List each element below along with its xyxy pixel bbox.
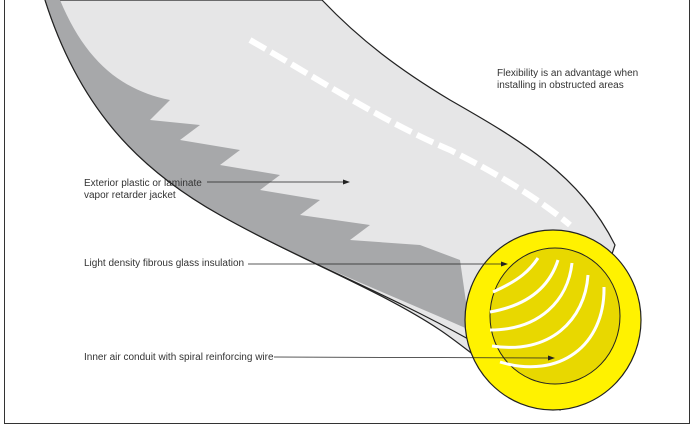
label-insulation: Light density fibrous glass insulation bbox=[84, 258, 245, 269]
jacket-highlight bbox=[248, 37, 572, 228]
jacket-shading bbox=[45, 0, 470, 330]
label-flexibility: Flexibility is an advantage when install… bbox=[497, 68, 639, 91]
spiral-wire bbox=[489, 257, 606, 369]
label-conduit: Inner air conduit with spiral reinforcin… bbox=[84, 352, 274, 363]
leader-lines bbox=[207, 181, 551, 359]
label-jacket: Exterior plastic or laminate vapor retar… bbox=[84, 178, 202, 201]
diagram-frame bbox=[4, 0, 690, 424]
